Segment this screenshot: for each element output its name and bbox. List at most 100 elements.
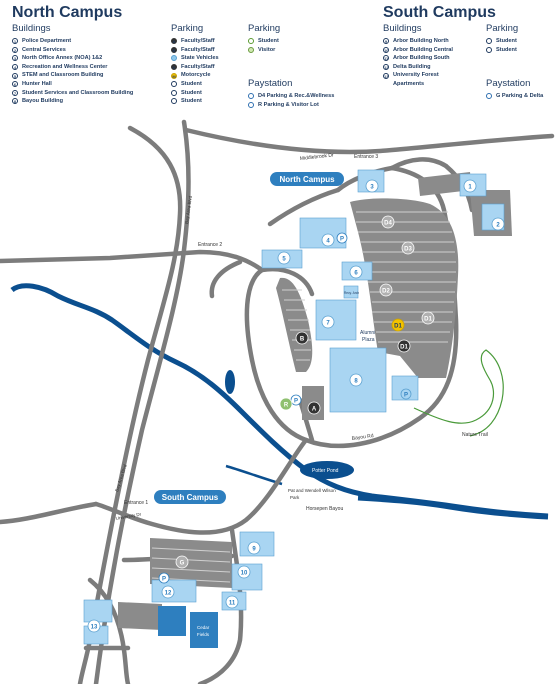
north-parking-label: Student (181, 98, 202, 105)
paystation-p-north-marker (336, 232, 348, 244)
state-vehicles-marker (400, 388, 412, 400)
lot-g (150, 538, 232, 588)
lot-north-east (418, 172, 472, 196)
building-10-marker (237, 565, 251, 579)
park-label-2: Park (290, 495, 300, 500)
north-parking2-item: Visitor (248, 46, 279, 55)
north-parking-label: Faculty/Staff (181, 63, 215, 70)
lot-b-number: B (300, 336, 305, 342)
park-label-1: Pat and Wendell Wilson (288, 488, 336, 493)
legend-marker-icon: D (171, 64, 177, 71)
legend-marker-icon: 11 (383, 55, 389, 62)
north-parking-item: B Faculty/Staff (171, 46, 219, 55)
north-parking-label: Student (181, 80, 202, 87)
south-parking-heading: Parking (486, 23, 519, 34)
cedar-fields (190, 612, 218, 648)
north-parking2-label: Visitor (258, 46, 276, 53)
lot-r-number: R (284, 402, 289, 408)
legend-marker-icon (248, 46, 254, 53)
lot-d3-number: D3 (404, 246, 412, 252)
north-campus-title: North Campus (12, 4, 123, 21)
north-paystation-label: D4 Parking & Rec.&Wellness (258, 93, 335, 99)
legend-marker-icon: 6 (12, 81, 18, 88)
lot-d2-marker (379, 283, 393, 297)
lot-d1-marker (421, 311, 435, 325)
building-8-marker (349, 373, 363, 387)
cedar-fields-label-2: Fields (197, 632, 210, 637)
legend-marker-icon (171, 55, 177, 62)
building-6-marker (349, 265, 363, 279)
lot-d4-number: D4 (384, 220, 392, 226)
north-paystation-heading: Paystation (248, 78, 293, 89)
building-11-marker (225, 595, 239, 609)
south-building-label: Apartments (393, 80, 425, 87)
legend-marker-icon (486, 93, 492, 100)
lot-d4-marker (381, 215, 395, 229)
legend-marker-icon: B (171, 46, 177, 53)
north-building-label: Hunter Hall (22, 80, 52, 87)
potter-pond-label: Potter Pond (312, 468, 339, 474)
horsepen-bayou-label: Horsepen Bayou (306, 506, 343, 512)
south-paystation-list: G Parking & Delta (486, 92, 543, 101)
south-campus-map-label: South Campus (162, 493, 219, 502)
entrance-2-label: Entrance 2 (198, 242, 222, 248)
legend-marker-icon: 1 (12, 38, 18, 45)
building-7-number: 7 (326, 320, 330, 326)
athletic-courts (158, 606, 186, 636)
building-9-number: 9 (252, 546, 256, 552)
university-dr-label: University Dr (115, 512, 142, 521)
south-campus-badge (154, 490, 226, 504)
south-building-label: Arbor Building South (393, 55, 450, 62)
south-parking-label: Student (496, 38, 517, 44)
building-7-marker (321, 315, 335, 329)
building-3-marker (365, 179, 379, 193)
lot-faculty-d-marker (397, 339, 411, 353)
south-parking-item: Student (486, 37, 517, 46)
north-campus-badge (270, 172, 344, 186)
north-building-item: 6 Hunter Hall (12, 80, 133, 89)
legend-marker-icon: 9 (383, 38, 389, 45)
building-1-number: 1 (468, 184, 472, 190)
alumni-plaza-label-1: Alumni (360, 330, 375, 336)
legend-marker-icon (486, 46, 492, 53)
legend-marker-icon: 10 (383, 46, 389, 53)
legend-marker-icon: 8 (12, 98, 18, 105)
building-13-number: 13 (91, 624, 98, 630)
north-paystation-item: D4 Parking & Rec.&Wellness (248, 92, 334, 101)
north-lot-d (350, 198, 459, 378)
north-parking2-item: Student (248, 37, 279, 46)
north-parking-label: State Vehicles (181, 55, 219, 62)
legend-marker-icon: 13 (383, 72, 389, 79)
building-8-number: 8 (354, 378, 358, 384)
legend-marker-icon (171, 81, 177, 88)
building-2-number: 2 (496, 222, 500, 228)
building-12-marker (161, 585, 175, 599)
legend-marker-icon: 7 (12, 89, 18, 96)
north-parking2-label: Student (258, 38, 279, 44)
building-3-number: 3 (370, 184, 374, 190)
paystation-p-north-number: P (340, 236, 344, 242)
paystation-p-r-marker (290, 394, 302, 406)
legend-marker-icon: M (171, 72, 177, 79)
south-building-label: Delta Building (393, 63, 431, 70)
paystation-p-south-number: P (162, 576, 166, 582)
middlebrook-label: Middlebrook Dr (300, 152, 335, 162)
building-10-number: 10 (241, 570, 248, 576)
north-parking-label: Faculty/Staff (181, 46, 215, 53)
parking-lots (118, 172, 512, 630)
south-building-item: 11 Arbor Building South (383, 54, 453, 63)
legend-marker-icon: A (171, 38, 177, 45)
south-campus-title: South Campus (383, 4, 496, 21)
